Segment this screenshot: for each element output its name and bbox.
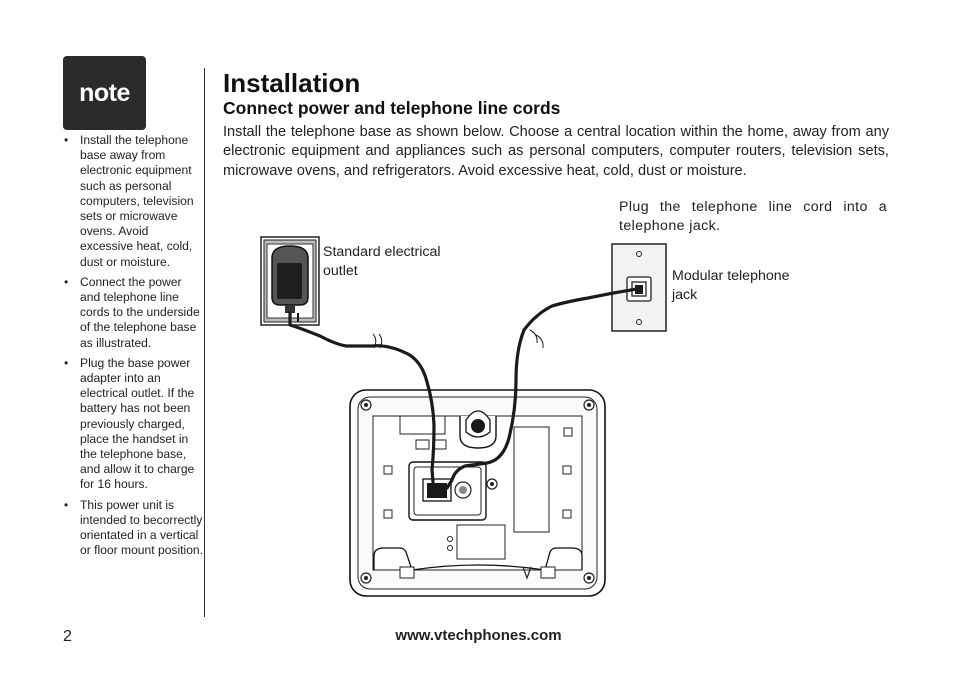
installation-diagram	[260, 236, 667, 597]
telephone-line-cord	[445, 287, 639, 490]
telephone-jack	[611, 243, 667, 332]
telephone-base	[349, 389, 606, 597]
power-cord	[288, 311, 436, 484]
page-number: 2	[63, 628, 72, 645]
note-item: Connect the power and telephone line cor…	[62, 275, 204, 351]
note-item: Plug the base power adapter into an elec…	[62, 356, 204, 493]
plug-caption: Plug the telephone line cord into a tele…	[619, 199, 887, 234]
note-list: Install the telephone base away from ele…	[62, 133, 204, 563]
column-divider	[204, 68, 205, 617]
note-item: Install the telephone base away from ele…	[62, 133, 204, 270]
note-label: note	[79, 78, 130, 107]
note-badge: note	[63, 56, 146, 130]
page-title: Installation	[223, 68, 361, 98]
outlet-caption: Standard electrical outlet	[323, 244, 441, 279]
footer-url: www.vtechphones.com	[395, 627, 562, 644]
intro-paragraph: Install the telephone base as shown belo…	[223, 124, 889, 179]
jack-caption: Modular telephone jack	[672, 268, 790, 303]
note-item: This power unit is intended to becorrect…	[62, 498, 204, 559]
section-subtitle: Connect power and telephone line cords	[223, 98, 561, 118]
power-adapter	[271, 245, 309, 313]
